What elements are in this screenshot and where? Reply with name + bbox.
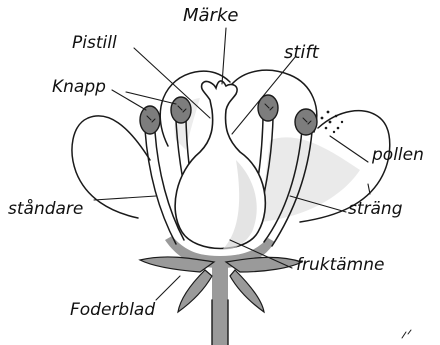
label-foderblad: Foderblad — [70, 300, 155, 320]
label-fruktamne: fruktämne — [296, 255, 384, 275]
label-stift: stift — [284, 42, 320, 63]
label-pollen: pollen — [371, 145, 424, 165]
label-marke: Märke — [183, 5, 238, 26]
label-pistill: Pistill — [72, 33, 117, 53]
scribble-mark — [402, 330, 411, 338]
label-strang: sträng — [348, 199, 403, 219]
label-standare: ståndare — [8, 198, 83, 219]
label-knapp: Knapp — [52, 77, 106, 97]
